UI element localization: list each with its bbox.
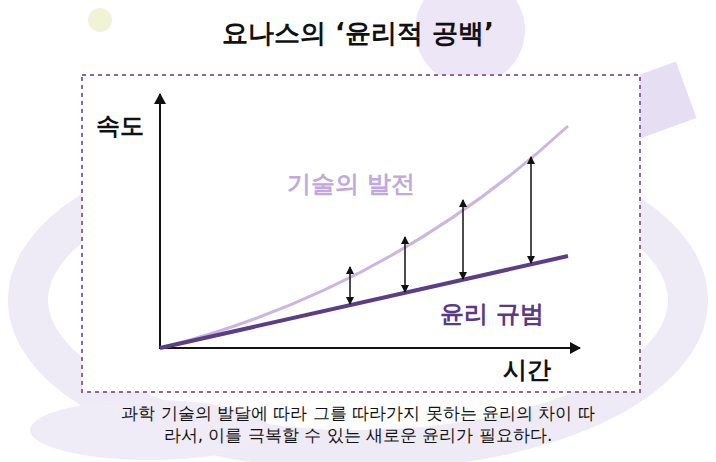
technology-curve — [160, 126, 568, 348]
y-axis — [159, 94, 161, 349]
ethics-line — [160, 256, 568, 348]
y-axis-label: 속도 — [96, 112, 144, 141]
curve-label: 기술의 발전 — [287, 170, 415, 199]
x-axis-label: 시간 — [503, 356, 551, 385]
x-axis — [159, 347, 580, 349]
chart-title: 요나스의 ‘윤리적 공백’ — [0, 18, 716, 49]
caption-text: 과학 기술의 발달에 따라 그를 따라가지 못하는 윤리의 차이 따라서, 이를… — [118, 402, 598, 446]
dashed-frame — [82, 75, 640, 392]
line-label: 윤리 규범 — [440, 300, 544, 329]
